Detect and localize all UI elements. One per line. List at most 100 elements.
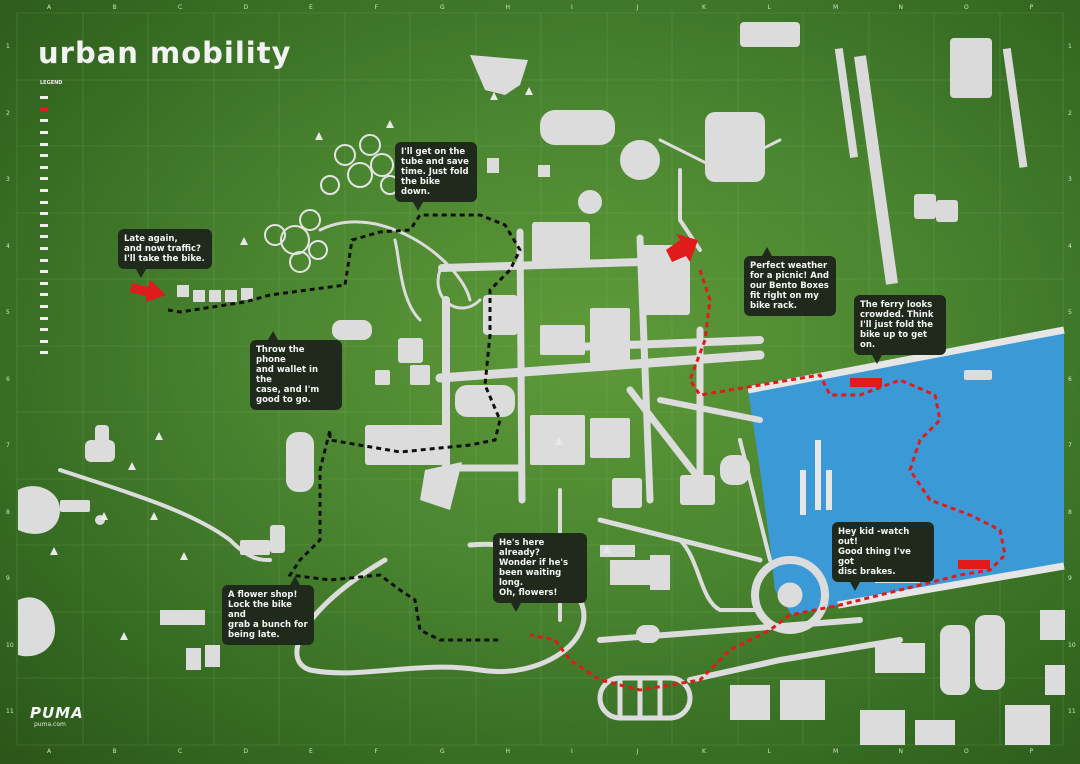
grid-column-label: K bbox=[702, 748, 706, 755]
grid-row-label: 1 bbox=[6, 43, 10, 50]
legend-item bbox=[40, 278, 100, 290]
grid-column-label: O bbox=[964, 4, 969, 11]
grid-row-label: 6 bbox=[6, 375, 10, 383]
grid-column-label: C bbox=[178, 748, 183, 755]
legend-item bbox=[40, 347, 100, 359]
grid-column-label: L bbox=[767, 4, 771, 11]
roundabout bbox=[751, 556, 829, 634]
callout-tube: I'll get on the tube and save time. Just… bbox=[395, 142, 477, 211]
grid-column-label: G bbox=[440, 748, 445, 755]
callout-late: Late again, and now traffic? I'll take t… bbox=[118, 229, 212, 278]
buildings bbox=[18, 22, 1065, 745]
legend-item bbox=[40, 266, 100, 278]
grid-row-label: 5 bbox=[1068, 309, 1072, 316]
legend-swatch bbox=[40, 200, 48, 204]
grid-column-label: H bbox=[505, 4, 511, 11]
grid-column-label: B bbox=[112, 4, 117, 11]
grid-column-label: H bbox=[505, 748, 511, 755]
legend-item bbox=[40, 254, 100, 266]
water-shoreline bbox=[747, 326, 1065, 394]
legend-item bbox=[40, 173, 100, 185]
route-red bbox=[529, 269, 1007, 692]
legend bbox=[40, 92, 100, 359]
grid-column-label: E bbox=[309, 748, 313, 755]
grid-row-label: 11 bbox=[1068, 708, 1076, 715]
grid-column-label: A bbox=[47, 748, 52, 755]
legend-item bbox=[40, 208, 100, 220]
grid-row-label: 3 bbox=[1068, 176, 1072, 183]
legend-swatch bbox=[40, 154, 48, 158]
grid-column-label: C bbox=[178, 4, 183, 11]
legend-swatch bbox=[40, 131, 48, 135]
grid-column-label: G bbox=[440, 4, 445, 11]
callout-waiting: He's here already? Wonder if he's been w… bbox=[493, 533, 587, 612]
grid-column-label: K bbox=[702, 4, 706, 11]
legend-swatch bbox=[40, 293, 48, 297]
legend-item bbox=[40, 150, 100, 162]
legend-swatch bbox=[40, 165, 48, 169]
grid-row-label: 3 bbox=[6, 176, 10, 183]
legend-swatch bbox=[40, 177, 48, 181]
legend-swatch bbox=[40, 189, 48, 193]
grid-column-label: I bbox=[571, 4, 573, 11]
legend-item bbox=[40, 162, 100, 174]
legend-title: LEGEND bbox=[40, 80, 63, 86]
legend-item bbox=[40, 312, 100, 324]
grid-column-label: P bbox=[1029, 748, 1034, 755]
grid-row-label: 9 bbox=[1068, 575, 1072, 582]
legend-swatch bbox=[40, 258, 48, 262]
grid-row-label: 5 bbox=[6, 309, 10, 316]
route-black bbox=[167, 213, 522, 642]
grid-column-label: B bbox=[112, 748, 117, 755]
grid-column-label: I bbox=[571, 748, 573, 755]
grid-row-label: 10 bbox=[6, 641, 14, 649]
legend-swatch bbox=[40, 223, 48, 227]
grid-column-label: J bbox=[636, 748, 639, 755]
grid-column-label: J bbox=[636, 4, 639, 11]
legend-swatch bbox=[40, 119, 48, 123]
brand-url: puma.com bbox=[34, 721, 66, 728]
map-title: urban mobility bbox=[38, 36, 292, 70]
grid-column-label: F bbox=[374, 748, 378, 755]
legend-item bbox=[40, 115, 100, 127]
grid-column-label: P bbox=[1029, 4, 1034, 11]
legend-item bbox=[40, 92, 100, 104]
grid-row-label: 10 bbox=[1068, 641, 1076, 649]
grid-column-label: F bbox=[374, 4, 378, 11]
grid-row-label: 7 bbox=[6, 442, 10, 449]
callout-kid: Hey kid -watch out! Good thing I've got … bbox=[832, 522, 934, 591]
legend-item bbox=[40, 324, 100, 336]
grid-row-label: 1 bbox=[1068, 43, 1072, 50]
legend-item bbox=[40, 231, 100, 243]
start-arrow-west bbox=[130, 280, 166, 302]
legend-swatch bbox=[40, 281, 48, 285]
callout-picnic: Perfect weather for a picnic! And our Be… bbox=[744, 247, 836, 316]
airport bbox=[834, 38, 1028, 285]
legend-item bbox=[40, 196, 100, 208]
legend-item bbox=[40, 289, 100, 301]
trees bbox=[50, 87, 611, 640]
grid-column-label: L bbox=[767, 748, 771, 755]
grid-column-label: D bbox=[243, 748, 249, 755]
grid-column-label: M bbox=[833, 748, 839, 755]
legend-swatch bbox=[40, 96, 48, 100]
legend-swatch bbox=[40, 339, 48, 343]
grid-row-label: 4 bbox=[1068, 242, 1072, 250]
legend-swatch bbox=[40, 247, 48, 251]
grid-column-label: M bbox=[833, 4, 839, 11]
legend-swatch bbox=[40, 351, 48, 355]
legend-item bbox=[40, 104, 100, 116]
grid-row-label: 2 bbox=[1068, 109, 1072, 117]
grid-column-label: A bbox=[47, 4, 52, 11]
legend-swatch bbox=[40, 328, 48, 332]
legend-swatch bbox=[40, 107, 48, 111]
legend-swatch bbox=[40, 270, 48, 274]
flower-park bbox=[264, 134, 400, 273]
legend-swatch bbox=[40, 212, 48, 216]
legend-item bbox=[40, 335, 100, 347]
harbor-water bbox=[748, 330, 1064, 615]
grid-column-label: E bbox=[309, 4, 313, 11]
brand-logo: PUMA bbox=[30, 704, 84, 722]
legend-swatch bbox=[40, 235, 48, 239]
